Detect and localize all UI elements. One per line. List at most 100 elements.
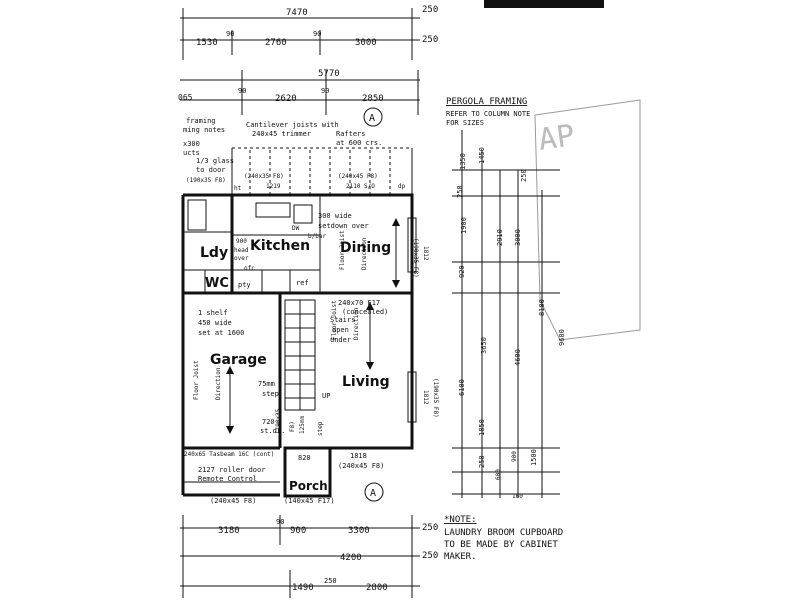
- note-under: under: [330, 336, 351, 344]
- note-to-door: to door: [196, 166, 226, 174]
- plan-annotations: framing ming notes x300 ucts Cantilever …: [183, 117, 439, 505]
- note-bbar: b/bar: [308, 233, 326, 240]
- dim-r-8100: 8100: [538, 299, 546, 316]
- joist-arrows: [226, 218, 400, 434]
- note-f8d: (190x35: [275, 408, 282, 434]
- footnote-line2: TO BE MADE BY CABINET: [444, 540, 558, 550]
- note-ref: ref: [296, 279, 309, 287]
- dim-third-2620: 2620: [275, 94, 297, 104]
- room-laundry: Ldy: [200, 245, 228, 261]
- dim-r-1350: 1350: [459, 153, 467, 170]
- dim-r-250c: 250: [520, 169, 528, 182]
- note-over: over: [234, 255, 249, 262]
- dim-r-3000: 3000: [514, 229, 522, 246]
- dim-top-seg-90a: 90: [226, 30, 234, 38]
- dim-top-overall: 7470: [286, 8, 308, 18]
- dim-bot-250b: 250: [422, 551, 438, 561]
- note-step75: 75mm: [258, 380, 275, 388]
- dim-r-6100: 6100: [458, 379, 466, 396]
- footnote-line3: MAKER.: [444, 552, 477, 562]
- note-f8c: (190x35 F8): [412, 238, 419, 278]
- dim-second-overall: 5770: [318, 69, 340, 79]
- dim-bot-3180: 3180: [218, 526, 240, 536]
- note-step-word: step: [262, 390, 279, 398]
- footnote-line1: LAUNDRY BROOM CUPBOARD: [444, 528, 563, 538]
- note-f8g: (240x45 F8): [210, 497, 256, 505]
- room-kitchen: Kitchen: [250, 238, 310, 254]
- note-240x35: (240x35 F8): [244, 173, 284, 180]
- dim-r-920: 920: [458, 265, 466, 278]
- top-dimensions: 7470 250 1530 90 2760 90 3000 250 5770 0…: [178, 5, 438, 115]
- note-240x45: (240x45 F8): [338, 173, 378, 180]
- dim-bot-1490: 1490: [292, 583, 314, 593]
- room-living: Living: [342, 374, 390, 390]
- note-trimmer: 240x45 trimmer: [252, 130, 311, 138]
- note-set1600: set at 1600: [198, 329, 244, 337]
- approval-stamp: AP: [534, 99, 641, 341]
- room-porch: Porch: [289, 479, 328, 493]
- note-dir-garage: Direction: [215, 367, 222, 400]
- dim-r-900: 900: [511, 451, 518, 462]
- note-dp: dp: [398, 183, 406, 190]
- note-concealed: (concealed): [342, 308, 388, 316]
- dim-r-2910: 2910: [496, 229, 504, 246]
- dim-r-600: 600: [495, 469, 502, 480]
- pergola-title: PERGOLA FRAMING: [446, 97, 527, 107]
- note-f8a: (190x35 F8): [186, 177, 226, 184]
- note-framing2: ming notes: [183, 126, 225, 134]
- note-900: 900: [236, 238, 247, 245]
- dim-bot-250c: 250: [324, 577, 337, 585]
- note-1812a: 1812: [422, 246, 429, 261]
- note-ucts: ucts: [183, 149, 200, 157]
- note-stairs: Stairs: [330, 316, 355, 324]
- section-marker-top-label: A: [369, 113, 375, 124]
- note-setdown: setdown over: [318, 222, 369, 230]
- note-300wide: 300 wide: [318, 212, 352, 220]
- bottom-dimensions: 3180 90 900 3300 250 4200 250 1490 250 2…: [180, 515, 438, 598]
- footnote-title: *NOTE:: [444, 515, 477, 525]
- note-roller: 2127 roller door: [198, 466, 265, 474]
- dim-r-4600: 4600: [514, 349, 522, 366]
- room-wc: WC: [205, 276, 229, 291]
- note-2110: 2110 S/O: [346, 183, 375, 190]
- dim-third-90a: 90: [238, 87, 246, 95]
- note-one-shelf: 1 shelf: [198, 309, 228, 317]
- note-dir-living: Direction: [353, 307, 360, 340]
- top-black-bar: [484, 0, 604, 8]
- note-step125: 125mm: [299, 416, 306, 434]
- dim-r-160: 160: [512, 493, 523, 500]
- note-glass: 1/3 glass: [196, 157, 234, 165]
- dim-top-250a: 250: [422, 5, 438, 15]
- dim-top-seg-90b: 90: [313, 30, 321, 38]
- pergola-line2: FOR SIZES: [446, 119, 484, 127]
- dim-r-1500: 1500: [530, 449, 538, 466]
- room-dining: Dining: [340, 240, 391, 256]
- note-x300: x300: [183, 140, 200, 148]
- note-1219: 1219: [266, 183, 281, 190]
- section-marker-bottom-label: A: [370, 488, 376, 499]
- section-marker-top: A: [363, 107, 383, 127]
- dim-bot-900: 900: [290, 526, 306, 536]
- dim-third-2850: 2850: [362, 94, 384, 104]
- dim-bot-2800: 2800: [366, 583, 388, 593]
- note-720: 720: [262, 418, 275, 426]
- note-joist-dining: Floor Joist: [339, 230, 346, 270]
- note-open: open: [332, 326, 349, 334]
- pergola-line1: REFER TO COLUMN NOTE: [446, 110, 530, 118]
- dim-r-9600: 9600: [558, 329, 566, 346]
- room-garage: Garage: [210, 352, 267, 368]
- note-framing: framing: [186, 117, 216, 125]
- note-f8f: (240x45 F8): [338, 462, 384, 470]
- note-820: 820: [298, 454, 311, 462]
- note-f8e: F8): [289, 421, 296, 432]
- dim-bot-250a: 250: [422, 523, 438, 533]
- note-head: head: [234, 247, 249, 254]
- note-step2: step: [317, 421, 324, 436]
- dim-r-1850: 1850: [478, 419, 486, 436]
- note-joist-garage: Floor Joist: [193, 360, 200, 400]
- section-marker-bottom: A: [364, 482, 384, 502]
- building-outline: [181, 147, 417, 498]
- dim-r-250b: 250: [478, 455, 486, 468]
- dim-bot-3300: 3300: [348, 526, 370, 536]
- note-1818: 1818: [350, 452, 367, 460]
